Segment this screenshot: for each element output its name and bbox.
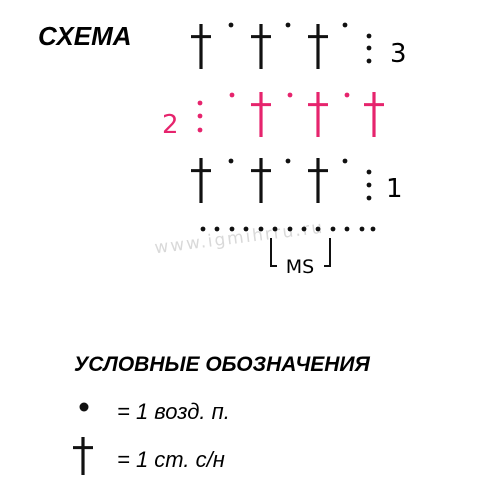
bracket-line [270, 238, 331, 267]
watermark: www.igmihrru.ru [153, 218, 325, 259]
foundation-chain-dot [229, 226, 235, 232]
foundation-chain-dot [301, 226, 307, 232]
repeat-bracket: MS [270, 238, 331, 278]
legend-heading: УСЛОВНЫЕ ОБОЗНАЧЕНИЯ [74, 353, 371, 376]
row-1-chain-dot [228, 158, 234, 164]
foundation-chain-dot [359, 226, 365, 232]
foundation-chain-dot [315, 226, 321, 232]
row-2-turning-chain-dot [197, 127, 203, 133]
row-3-turning-chain-dot [366, 58, 372, 64]
foundation-chain-dot [344, 226, 350, 232]
foundation-chain-dot [200, 226, 206, 232]
legend-dc-symbol [73, 437, 93, 475]
row-3-chain-dot [228, 22, 234, 28]
row-1-turning-chain-dot [366, 169, 372, 175]
foundation-chain-dot [243, 226, 249, 232]
legend-dc-text: = 1 ст. с/н [117, 447, 225, 472]
row-1-chain-dot [285, 158, 291, 164]
row-2-chain-dot [287, 92, 293, 98]
row-2-turning-chain-dot [197, 100, 203, 106]
row-3-label: 3 [390, 39, 407, 69]
row-1-turning-chain-dot [366, 182, 372, 188]
foundation-chain-dot [330, 226, 336, 232]
row-2-label: 2 [162, 110, 179, 140]
legend-chain-text: = 1 возд. п. [117, 399, 230, 424]
chain-dot-icon [79, 402, 89, 412]
row-1-stitch [251, 158, 271, 203]
row-3-chain-dot [342, 22, 348, 28]
foundation-chain-dot [214, 226, 220, 232]
row-2 [197, 92, 384, 137]
row-1-turning-chain-dot [366, 195, 372, 201]
row-2-turning-chain-dot [197, 113, 203, 119]
repeat-label: MS [286, 256, 314, 278]
row-3 [191, 22, 372, 69]
row-3-stitch [251, 24, 271, 69]
row-2-chain-dot [344, 92, 350, 98]
double-crochet-icon [73, 437, 93, 475]
chart-title: СХЕМА [38, 21, 132, 51]
row-2-stitch [308, 92, 328, 137]
row-2-chain-dot [229, 92, 235, 98]
row-2-stitch [364, 92, 384, 137]
row-1-stitch [308, 158, 328, 203]
row-1 [191, 158, 372, 203]
row-3-stitch [191, 24, 211, 69]
foundation-chain-dot [370, 226, 376, 232]
row-3-turning-chain-dot [366, 33, 372, 39]
row-1-stitch [191, 158, 211, 203]
foundation-chain-dot [287, 226, 293, 232]
row-1-label: 1 [386, 174, 403, 204]
foundation-chain-dot [258, 226, 264, 232]
row-3-stitch [308, 24, 328, 69]
row-3-chain-dot [285, 22, 291, 28]
foundation-chain-dot [272, 226, 278, 232]
row-2-stitch [251, 92, 271, 137]
row-1-chain-dot [342, 158, 348, 164]
foundation-chain [200, 226, 376, 232]
row-3-turning-chain-dot [366, 45, 372, 51]
